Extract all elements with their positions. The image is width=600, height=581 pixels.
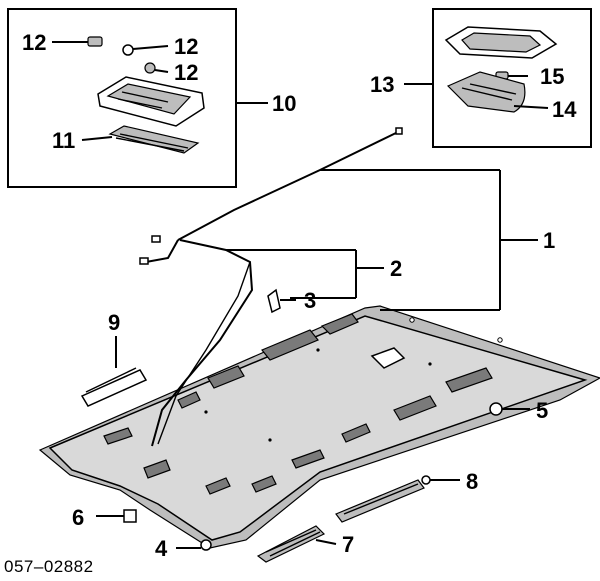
callout-12-bulb: 12 [22,30,46,55]
callout-8: 8 [466,469,478,494]
dome-light-base [444,26,558,59]
socket-icon [122,44,169,56]
inset-box-dome-light [404,8,592,148]
callout-11: 11 [52,128,75,153]
callout-15: 15 [540,64,564,89]
map-light-housing [97,76,205,127]
callout-14: 14 [552,97,577,122]
bulb-icon [144,62,169,74]
dome-light-lens [446,71,549,113]
sunshade-strip [256,525,337,563]
callout-4: 4 [155,536,168,561]
clip-icon [96,509,137,523]
callout-12-socket: 12 [174,34,198,59]
callout-6: 6 [72,505,84,530]
grab-handle [80,336,148,407]
headliner-pad [103,313,493,495]
spring-strip [335,475,460,523]
clip-icon [489,402,530,416]
callout-3: 3 [304,288,316,313]
callout-1: 1 [543,228,555,253]
callout-7: 7 [342,532,354,557]
callout-9: 9 [108,310,120,335]
callout-2: 2 [390,256,402,281]
bulb-icon [52,36,103,47]
callout-10: 10 [272,91,296,116]
wire-harness [139,127,403,447]
diagram-code: 057–02882 [4,557,94,576]
callout-5: 5 [536,398,548,423]
callout-12-lower: 12 [174,60,198,85]
clip-icon [176,539,212,551]
inset-box-map-light [7,8,268,188]
headliner-panel [38,305,600,549]
callout-bracket-2 [226,249,384,299]
map-light-lens [81,125,200,154]
callout-13: 13 [370,72,394,97]
callout-bracket-1 [320,169,538,311]
clip-icon [267,288,296,314]
